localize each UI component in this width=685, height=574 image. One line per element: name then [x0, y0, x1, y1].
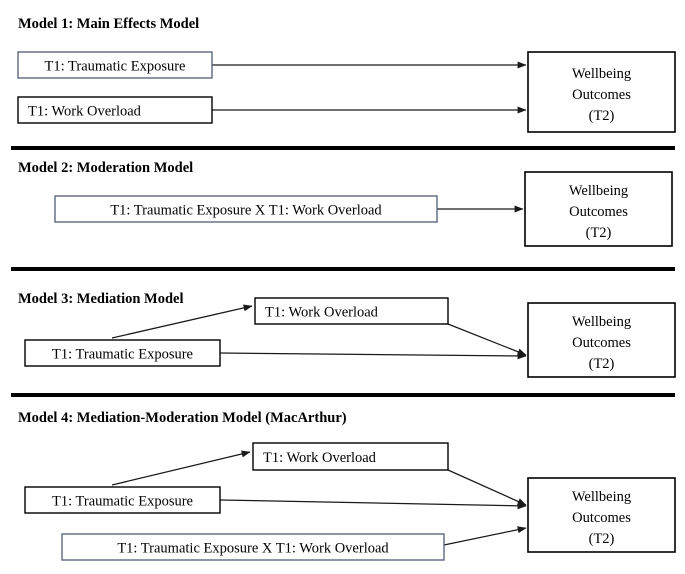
- edge-traumatic-exposure-to-outcome: [219, 499, 527, 510]
- model-2-title: Model 2: Moderation Model: [18, 160, 193, 176]
- edge-mediator-to-outcome: [447, 469, 527, 506]
- model-2-outcome-label-line-2: Outcomes: [569, 204, 628, 220]
- model-2-predictor-interaction-box[interactable]: [54, 195, 438, 223]
- separator-1: [11, 146, 675, 150]
- model-3-outcome-label-line-2: Outcomes: [572, 335, 631, 351]
- separator-2: [11, 267, 675, 271]
- model-4-outcome-label-line-2: Outcomes: [572, 510, 631, 526]
- model-4-predictor-interaction-box[interactable]: [61, 533, 445, 561]
- model-4-predictor-traumatic-exposure-box[interactable]: [24, 486, 221, 514]
- model-1-predictor-traumatic-exposure-box[interactable]: [17, 51, 213, 79]
- model-1-outcome-label-line-3: (T2): [589, 108, 615, 124]
- model-4-outcome-label-line-1: Wellbeing: [572, 489, 631, 505]
- model-4-predictor-interaction-label: T1: Traumatic Exposure X T1: Work Overlo…: [117, 541, 389, 557]
- model-2-predictor-interaction-label: T1: Traumatic Exposure X T1: Work Overlo…: [110, 203, 382, 219]
- model-3-mediator-work-overload-label: T1: Work Overload: [265, 305, 379, 321]
- model-1-predictor-work-overload-box[interactable]: [17, 96, 213, 124]
- edge-traumatic-exposure-to-mediator: [111, 304, 253, 339]
- model-3-outcome-label-line-3: (T2): [589, 356, 615, 372]
- model-2-outcome-label-line-1: Wellbeing: [569, 183, 628, 199]
- edge-traumatic-exposure-to-outcome: [219, 352, 527, 360]
- model-1-outcome-label-line-2: Outcomes: [572, 87, 631, 103]
- model-4-outcome-wellbeing-box[interactable]: [527, 477, 676, 553]
- model-4-title: Model 4: Mediation-Moderation Model (Mac…: [18, 410, 347, 426]
- model-4-predictor-traumatic-exposure-label: T1: Traumatic Exposure: [52, 494, 193, 510]
- edge-interaction-to-outcome: [443, 526, 527, 546]
- model-1-outcome-label-line-1: Wellbeing: [572, 66, 631, 82]
- model-2-outcome-label-line-3: (T2): [586, 225, 612, 241]
- edge-mediator-to-outcome: [447, 323, 527, 356]
- edge-traumatic-exposure-to-mediator: [111, 450, 251, 486]
- model-3-title: Model 3: Mediation Model: [18, 291, 184, 307]
- model-4-mediator-work-overload-label: T1: Work Overload: [263, 450, 377, 466]
- model-1-title: Model 1: Main Effects Model: [18, 16, 199, 32]
- model-3-outcome-label-line-1: Wellbeing: [572, 314, 631, 330]
- model-3-mediator-work-overload-box[interactable]: [254, 297, 449, 325]
- model-1-predictor-traumatic-exposure-label: T1: Traumatic Exposure: [45, 59, 186, 75]
- model-4-mediator-work-overload-box[interactable]: [252, 442, 449, 471]
- model-3-predictor-traumatic-exposure-box[interactable]: [24, 339, 221, 367]
- model-4-outcome-label-line-3: (T2): [589, 531, 615, 547]
- model-1-predictor-work-overload-label: T1: Work Overload: [28, 104, 142, 120]
- model-2-outcome-wellbeing-box[interactable]: [524, 171, 673, 247]
- separator-3: [11, 393, 675, 397]
- model-3-predictor-traumatic-exposure-label: T1: Traumatic Exposure: [52, 347, 193, 363]
- model-4: Model 4: Mediation-Moderation Model (Mac…: [18, 410, 676, 561]
- model-1-outcome-wellbeing-box[interactable]: [527, 51, 676, 133]
- model-3-outcome-wellbeing-box[interactable]: [527, 302, 676, 378]
